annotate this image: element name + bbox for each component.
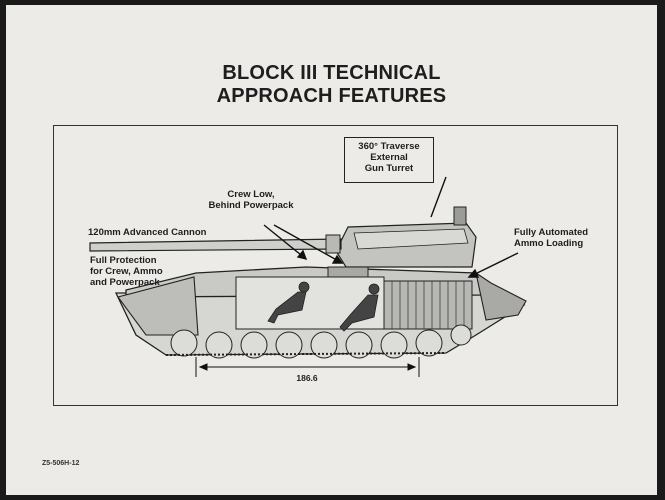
protection-line-2: for Crew, Ammo: [90, 266, 163, 277]
ammo-compartment: [383, 280, 473, 330]
turret-label-line-3: Gun Turret: [364, 163, 414, 174]
sensor-mast: [453, 206, 467, 226]
cannon-barrel: [89, 238, 342, 252]
ammo-line-1: Fully Automated: [514, 227, 589, 238]
dimension-value: 186.6: [296, 373, 318, 383]
protection-line-1: Full Protection: [90, 255, 157, 266]
cannon-label: 120mm Advanced Cannon: [88, 227, 207, 238]
callout-arrows: [263, 176, 519, 278]
crew-figure-commander: [339, 283, 380, 332]
crew-low-line-1: Crew Low,: [227, 189, 275, 200]
crew-low-label: Crew Low, Behind Powerpack: [196, 189, 306, 211]
crew-figure-driver: [267, 281, 310, 324]
protection-label: Full Protection for Crew, Ammo and Power…: [90, 255, 163, 288]
dimension-line: [195, 357, 420, 377]
ammo-loading-label: Fully Automated Ammo Loading: [514, 227, 588, 249]
document-code: Z5-506H-12: [42, 460, 80, 467]
turret-label: 360° Traverse External Gun Turret: [344, 141, 434, 174]
rear-armor: [475, 271, 527, 321]
front-armor: [117, 276, 199, 336]
diagram-frame: [53, 125, 618, 406]
road-wheels: [170, 324, 472, 359]
turret-callout-box: [344, 137, 434, 183]
ammo-line-2: Ammo Loading: [514, 238, 584, 249]
crew-low-line-2: Behind Powerpack: [208, 200, 294, 211]
slide-title-line-1: BLOCK III TECHNICAL: [222, 62, 441, 84]
slide: BLOCK III TECHNICAL APPROACH FEATURES: [6, 5, 657, 495]
slide-title-line-2: APPROACH FEATURES: [216, 85, 447, 107]
protection-line-3: and Powerpack: [90, 277, 160, 288]
turret-label-line-1: 360° Traverse: [358, 141, 420, 152]
turret-label-line-2: External: [370, 152, 408, 163]
tank-cutaway-illustration: [89, 176, 527, 377]
